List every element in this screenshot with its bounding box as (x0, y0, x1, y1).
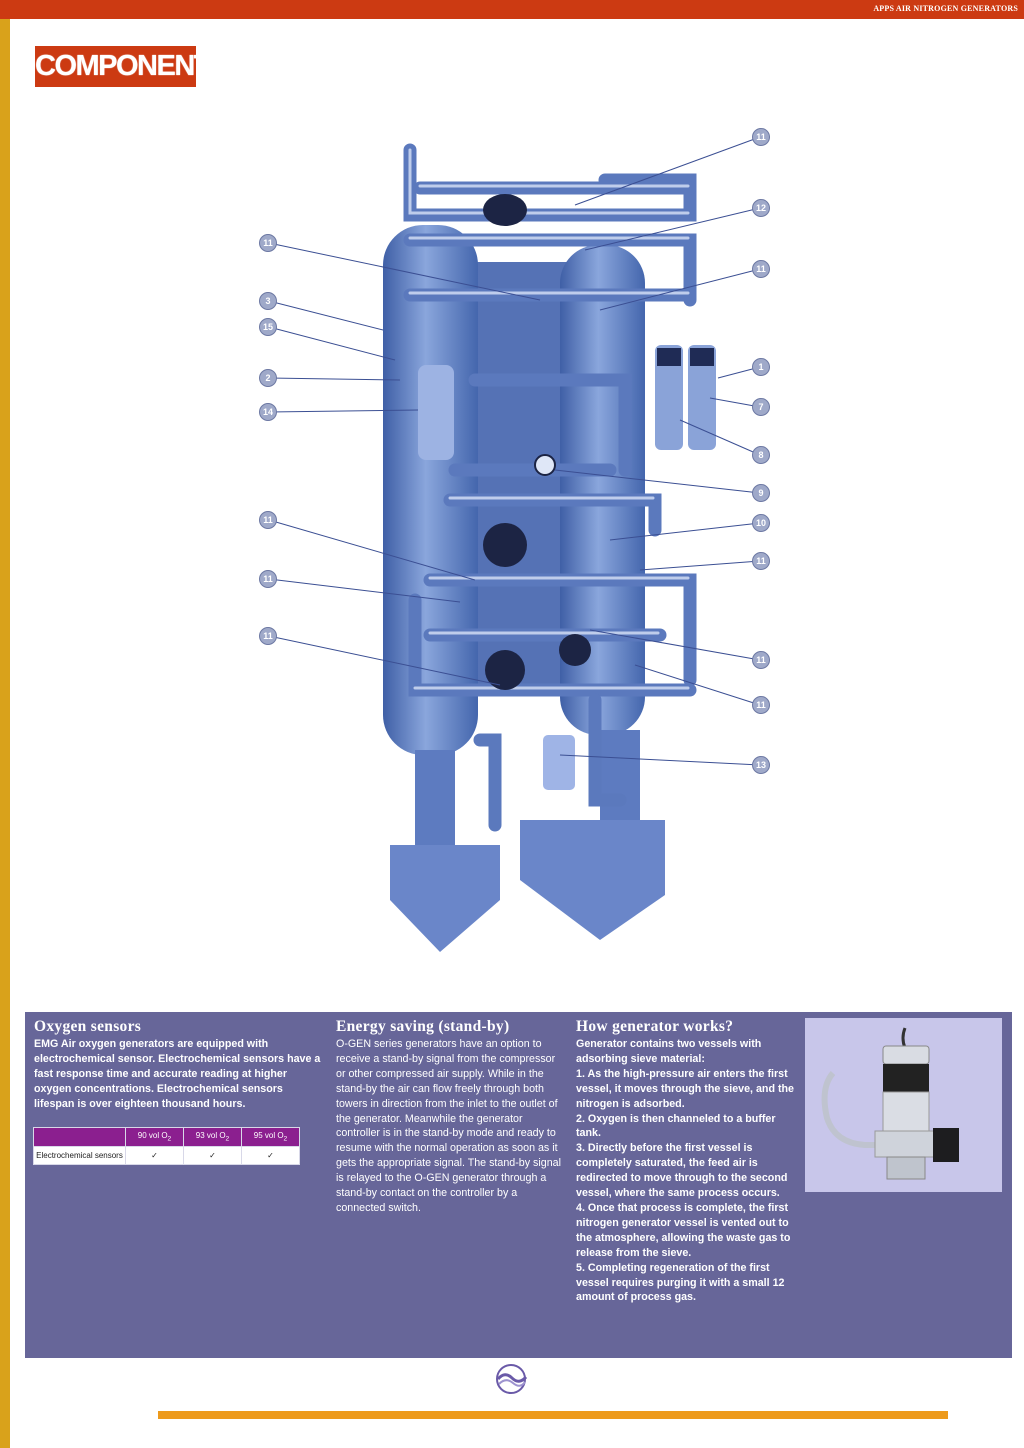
step-item: 3. Directly before the first vessel is c… (576, 1142, 788, 1200)
oxygen-sensor-photo (805, 1018, 1002, 1192)
generator-illustration: 11 12 11 1 7 8 9 10 11 11 11 13 11 3 15 … (259, 128, 770, 952)
callout-label: 1 (758, 362, 763, 372)
brand-name: APPS AIR NITROGEN GENERATORS (873, 4, 1018, 13)
section-title-badge: COMPONENTS (35, 46, 229, 87)
energy-heading: Energy saving (stand-by) (336, 1018, 510, 1035)
right-base (520, 820, 665, 940)
callout-label: 11 (756, 264, 766, 274)
left-vessel (383, 225, 478, 755)
step-item: 4. Once that process is complete, the fi… (576, 1201, 791, 1259)
callout-label: 8 (758, 450, 763, 460)
generator-diagram: 11 12 11 1 7 8 9 10 11 11 11 13 11 3 15 … (259, 128, 770, 952)
table-row-label: Electrochemical sensors (33, 1146, 126, 1165)
callout-label: 11 (263, 515, 273, 525)
check-icon: ✓ (125, 1146, 184, 1165)
callout-label: 9 (758, 488, 763, 498)
how-intro: Generator contains two vessels with adso… (576, 1038, 762, 1065)
sensor-image (821, 1027, 959, 1180)
oxygen-heading: Oxygen sensors (34, 1018, 142, 1035)
sensor-table: 90 vol O2 93 vol O2 95 vol O2 Electroche… (33, 1127, 300, 1165)
silencer-13 (543, 735, 575, 790)
callout-label: 11 (263, 238, 273, 248)
top-header-bar: APPS AIR NITROGEN GENERATORS (0, 0, 1024, 19)
callout-label: 15 (263, 322, 273, 332)
left-accent-stripe (0, 19, 10, 1448)
callout-label: 11 (756, 655, 766, 665)
callout-label: 11 (756, 556, 766, 566)
oxygen-sensors-section: Oxygen sensors EMG Air oxygen generators… (34, 1018, 322, 1112)
callout-label: 2 (265, 373, 270, 383)
oxygen-text: EMG Air oxygen generators are equipped w… (34, 1038, 321, 1110)
callout-label: 11 (263, 574, 273, 584)
info-panel: Oxygen sensors EMG Air oxygen generators… (25, 1012, 1012, 1358)
left-base (390, 845, 500, 952)
callout-label: 14 (263, 407, 273, 417)
check-icon: ✓ (183, 1146, 242, 1165)
callout-label: 13 (756, 760, 766, 770)
callout-label: 11 (756, 700, 766, 710)
callout-label: 12 (756, 203, 766, 213)
filter-2 (688, 345, 716, 450)
callout-label: 11 (756, 132, 766, 142)
step-item: 1. As the high-pressure air enters the f… (576, 1067, 794, 1110)
check-icon: ✓ (241, 1146, 300, 1165)
energy-saving-section: Energy saving (stand-by) O-GEN series ge… (336, 1018, 566, 1216)
step-item: 5. Completing regeneration of the first … (576, 1261, 785, 1304)
callout-label: 3 (265, 296, 270, 306)
wave-logo-icon (496, 1364, 528, 1394)
company-logo (488, 1361, 534, 1401)
how-heading: How generator works? (576, 1018, 734, 1035)
filter-1 (655, 345, 683, 450)
step-item: 2. Oxygen is then channeled to a buffer … (576, 1112, 776, 1140)
callout-label: 11 (263, 631, 273, 641)
energy-text: O-GEN series generators have an option t… (336, 1038, 561, 1214)
bottom-accent-bar (158, 1411, 948, 1419)
inlet-filter (418, 365, 454, 460)
callout-label: 10 (756, 518, 766, 528)
callout-label: 7 (758, 402, 763, 412)
how-it-works-section: How generator works? Generator contains … (576, 1018, 796, 1305)
right-vessel (560, 245, 645, 735)
